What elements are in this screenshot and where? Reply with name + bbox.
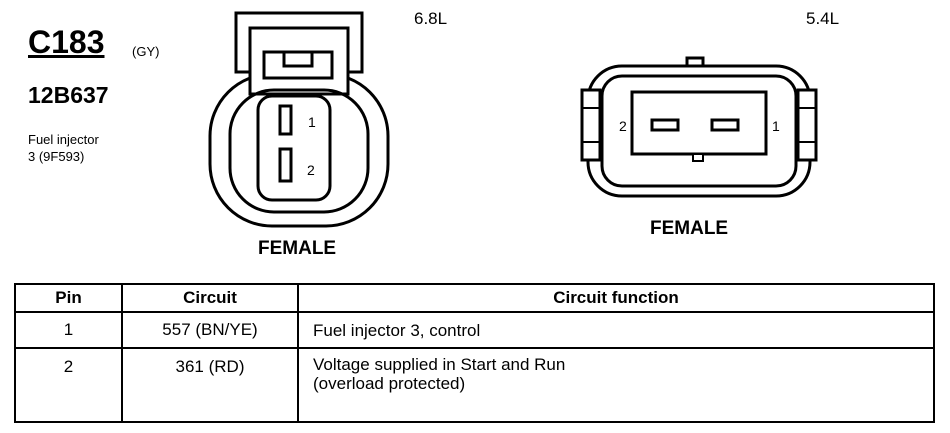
pin-slot-1-right bbox=[710, 118, 740, 132]
table-row: 1 557 (BN/YE) Fuel injector 3, control bbox=[14, 311, 935, 349]
function-line: Fuel injector 3, control bbox=[313, 320, 481, 340]
header-circuit: Circuit bbox=[121, 283, 299, 313]
pin-table: Pin Circuit Circuit function 1 557 (BN/Y… bbox=[14, 283, 935, 423]
function-line: Voltage supplied in Start and Run bbox=[313, 355, 566, 374]
pin-label-1-right: 1 bbox=[772, 118, 780, 134]
pin-label-1-left: 1 bbox=[308, 114, 316, 130]
connector-description-line2: 3 (9F593) bbox=[28, 149, 85, 164]
pin-slot-2-right bbox=[650, 118, 680, 132]
cell-circuit: 557 (BN/YE) bbox=[121, 311, 299, 349]
cell-circuit: 361 (RD) bbox=[121, 347, 299, 423]
cell-function: Fuel injector 3, control bbox=[297, 311, 935, 349]
table-header-row: Pin Circuit Circuit function bbox=[14, 283, 935, 313]
pin-label-2-left: 2 bbox=[307, 162, 315, 178]
cell-function: Voltage supplied in Start and Run (overl… bbox=[297, 347, 935, 423]
header-circuit-function: Circuit function bbox=[297, 283, 935, 313]
connector-face-right bbox=[580, 56, 818, 198]
gender-label-right: FEMALE bbox=[650, 218, 729, 239]
connector-face-left bbox=[208, 11, 390, 228]
gender-label-left: FEMALE bbox=[258, 238, 337, 259]
pin-slot-2-left bbox=[278, 147, 293, 183]
part-number: 12B637 bbox=[28, 82, 109, 108]
connector-description-line1: Fuel injector bbox=[28, 132, 99, 147]
table-row: 2 361 (RD) Voltage supplied in Start and… bbox=[14, 347, 935, 423]
connector-color: (GY) bbox=[132, 44, 160, 59]
pin-slot-1-left bbox=[278, 104, 293, 136]
cell-pin: 1 bbox=[14, 311, 123, 349]
header-pin: Pin bbox=[14, 283, 123, 313]
variant-label-left: 6.8L bbox=[414, 9, 448, 28]
function-line: (overload protected) bbox=[313, 374, 466, 393]
connector-id: C183 bbox=[28, 24, 105, 60]
pin-label-2-right: 2 bbox=[619, 118, 627, 134]
cell-pin: 2 bbox=[14, 347, 123, 423]
variant-label-right: 5.4L bbox=[806, 9, 840, 28]
